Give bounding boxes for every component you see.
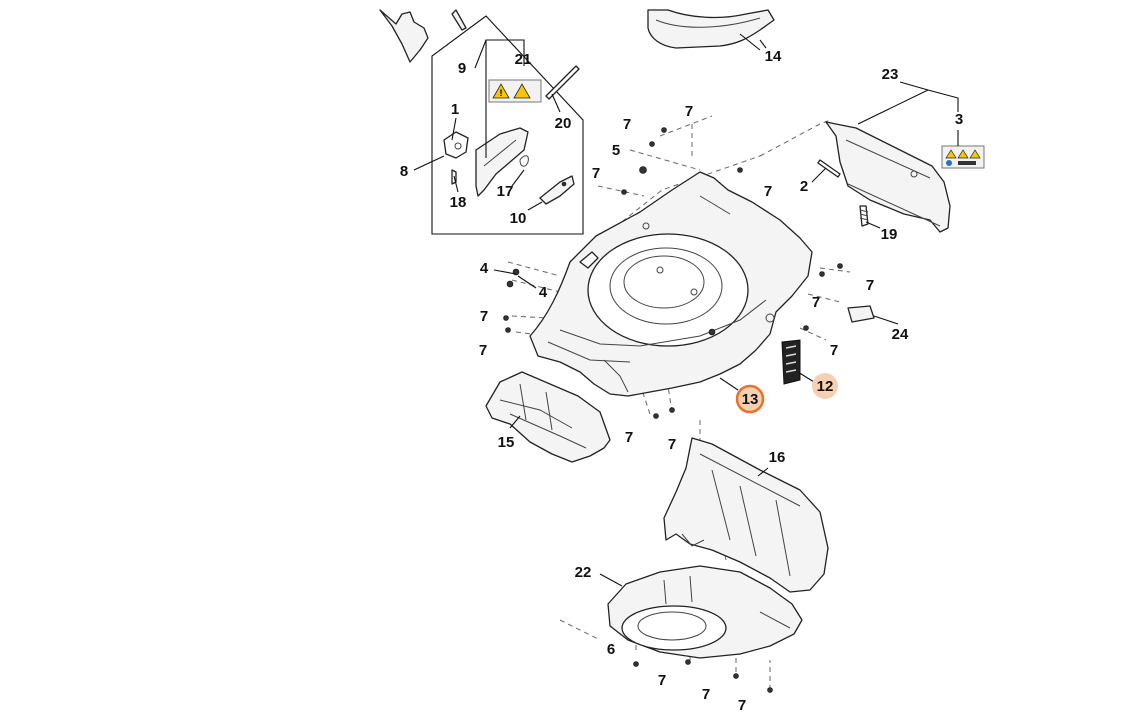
label-part-22[interactable]: 22 — [575, 564, 592, 581]
part-13-mower-deck — [529, 171, 813, 397]
label-part-7a[interactable]: 7 — [685, 103, 693, 120]
label-part-5[interactable]: 5 — [612, 142, 620, 159]
label-part-17[interactable]: 17 — [497, 183, 514, 200]
label-part-19[interactable]: 19 — [881, 226, 898, 243]
highlight-marker-13[interactable] — [735, 384, 765, 414]
label-part-23[interactable]: 23 — [882, 66, 899, 83]
label-part-15[interactable]: 15 — [498, 434, 515, 451]
part-22-lower-deck — [607, 565, 803, 659]
warning-decal-21: ! — [488, 79, 542, 103]
part-12-grille — [781, 339, 801, 385]
part-labels: 9 21 20 1 8 17 18 10 14 23 3 7 7 5 7 7 2… — [400, 48, 963, 712]
label-part-16[interactable]: 16 — [769, 449, 786, 466]
label-part-7g[interactable]: 7 — [480, 308, 488, 325]
label-part-4a[interactable]: 4 — [480, 260, 489, 277]
label-part-7e[interactable]: 7 — [866, 277, 874, 294]
detail-inset-box: ! — [431, 15, 584, 235]
highlight-marker-12[interactable] — [812, 373, 838, 399]
label-part-20[interactable]: 20 — [555, 115, 572, 132]
label-part-8[interactable]: 8 — [400, 163, 408, 180]
label-part-3[interactable]: 3 — [955, 111, 963, 128]
label-part-1[interactable]: 1 — [451, 101, 459, 118]
label-part-12[interactable]: 12 — [817, 378, 834, 395]
label-part-7c[interactable]: 7 — [592, 165, 600, 182]
part-23-rear-flap — [825, 121, 951, 233]
label-part-6[interactable]: 6 — [607, 641, 615, 658]
part-14-shape — [647, 9, 775, 49]
label-part-7l[interactable]: 7 — [658, 672, 666, 689]
label-part-4b[interactable]: 4 — [539, 284, 548, 301]
screws — [503, 127, 843, 693]
label-part-7f[interactable]: 7 — [812, 294, 820, 311]
label-part-24[interactable]: 24 — [892, 326, 909, 343]
leader-lines — [413, 39, 959, 587]
svg-text:!: ! — [500, 88, 503, 98]
label-part-10[interactable]: 10 — [510, 210, 527, 227]
label-part-7i[interactable]: 7 — [830, 342, 838, 359]
label-part-7n[interactable]: 7 — [738, 697, 746, 712]
part-15-front-housing — [485, 371, 611, 463]
label-part-14[interactable]: 14 — [765, 48, 782, 65]
label-part-7j[interactable]: 7 — [625, 429, 633, 446]
label-part-9[interactable]: 9 — [458, 60, 466, 77]
label-part-7m[interactable]: 7 — [702, 686, 710, 703]
label-part-7h[interactable]: 7 — [479, 342, 487, 359]
label-part-7d[interactable]: 7 — [764, 183, 772, 200]
part-16-rear-housing — [663, 437, 829, 593]
label-part-2[interactable]: 2 — [800, 178, 808, 195]
label-part-21[interactable]: 21 — [515, 51, 532, 68]
top-left-fragment — [379, 9, 467, 63]
label-part-7b[interactable]: 7 — [623, 116, 631, 133]
label-part-18[interactable]: 18 — [450, 194, 467, 211]
warning-decal-3 — [941, 145, 985, 169]
label-part-7k[interactable]: 7 — [668, 436, 676, 453]
label-part-13[interactable]: 13 — [742, 391, 759, 408]
